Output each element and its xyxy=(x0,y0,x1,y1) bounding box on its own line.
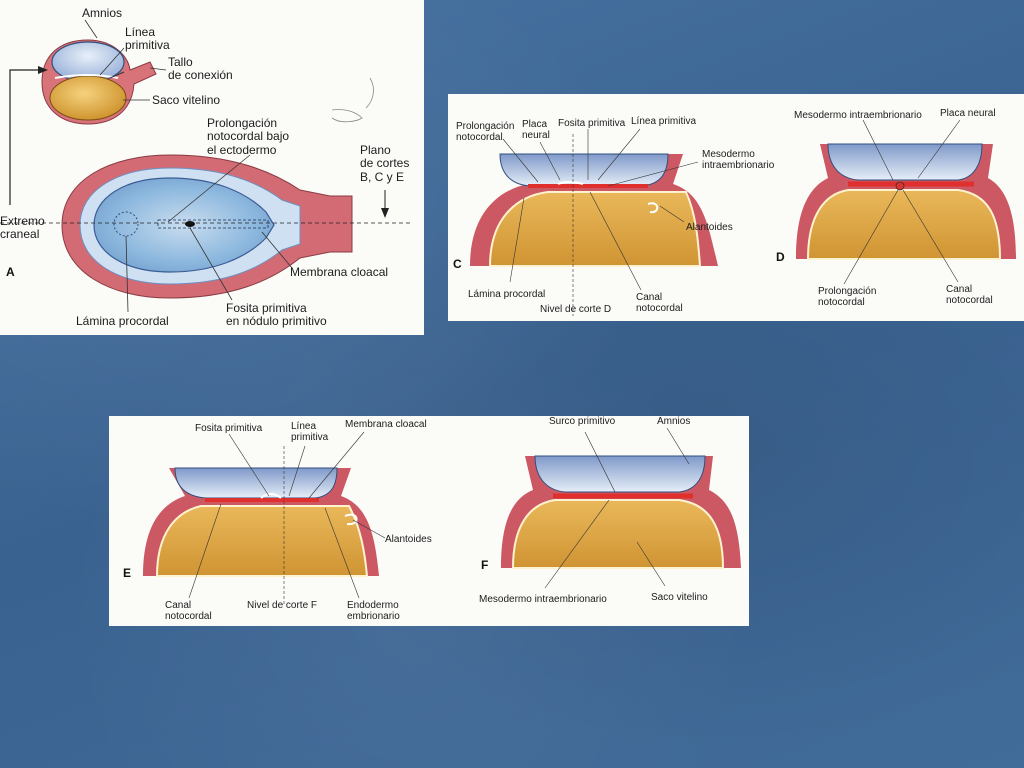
section-f xyxy=(501,427,741,589)
letter-a: A xyxy=(6,265,15,279)
label-c-linea: Línea primitiva xyxy=(631,116,697,127)
label-f-saco: Saco vitelino xyxy=(651,592,708,603)
label-d-canal: Canal notocordal xyxy=(946,284,993,307)
label-c-alantoides: Alantoides xyxy=(686,222,733,233)
label-e-nivel: Nivel de corte F xyxy=(247,600,318,611)
letter-f: F xyxy=(481,558,489,572)
label-f-surco: Surco primitivo xyxy=(549,416,616,427)
label-tallo: Tallo de conexión xyxy=(168,55,233,83)
label-c-fosita: Fosita primitiva xyxy=(558,118,626,129)
letter-d: D xyxy=(776,250,785,264)
label-e-linea: Línea primitiva xyxy=(291,421,329,444)
label-c-mesodermo: Mesodermo intraembrionario xyxy=(702,149,775,172)
small-embryo xyxy=(41,19,167,125)
label-plano: Plano de cortes B, C y E xyxy=(360,143,410,184)
label-d-mesodermo: Mesodermo intraembrionario xyxy=(794,110,922,121)
section-e xyxy=(143,431,386,604)
label-membrana-cloacal: Membrana cloacal xyxy=(290,265,389,279)
label-f-mesodermo: Mesodermo intraembrionario xyxy=(479,594,607,605)
label-c-lamina: Lámina procordal xyxy=(468,289,546,300)
label-d-placa: Placa neural xyxy=(940,108,996,119)
label-fosita: Fosita primitiva en nódulo primitivo xyxy=(226,301,327,329)
label-saco-vitelino: Saco vitelino xyxy=(152,93,221,107)
panel-cd: Prolongación notocordal Placa neural Fos… xyxy=(448,94,1024,321)
label-e-alantoides: Alantoides xyxy=(385,534,432,545)
label-prolongacion: Prolongación notocordal bajo el ectoderm… xyxy=(207,116,290,157)
label-amnios: Amnios xyxy=(82,6,123,20)
label-e-endodermo: Endodermo embrionario xyxy=(347,600,400,623)
label-c-canal: Canal notocordal xyxy=(636,292,683,315)
label-d-prolongacion: Prolongación notocordal xyxy=(818,286,877,309)
label-c-nivel: Nivel de corte D xyxy=(540,304,612,315)
section-c xyxy=(470,128,718,316)
label-linea-primitiva: Línea primitiva xyxy=(125,25,170,53)
label-e-membrana: Membrana cloacal xyxy=(345,419,427,430)
letter-c: C xyxy=(453,257,462,271)
label-lamina: Lámina procordal xyxy=(76,314,169,328)
label-c-placa: Placa neural xyxy=(522,119,550,142)
panel-ef: Fosita primitiva Línea primitiva Membran… xyxy=(109,416,749,626)
letter-e: E xyxy=(123,566,132,580)
label-f-amnios: Amnios xyxy=(657,416,691,427)
panel-a: Amnios Línea primitiva Tallo de conexión… xyxy=(0,0,424,335)
section-d xyxy=(796,119,1016,285)
label-c-prolongacion: Prolongación notocordal xyxy=(456,121,515,144)
panel-a-drawing xyxy=(0,19,410,313)
panel-cd-drawing xyxy=(470,119,1016,316)
label-e-fosita: Fosita primitiva xyxy=(195,423,263,434)
label-e-canal: Canal notocordal xyxy=(165,600,212,623)
cranial-arrow xyxy=(9,69,40,205)
dorsal-view xyxy=(0,154,410,313)
panel-ef-drawing xyxy=(143,427,741,604)
label-extremo: Extremo craneal xyxy=(0,214,45,242)
